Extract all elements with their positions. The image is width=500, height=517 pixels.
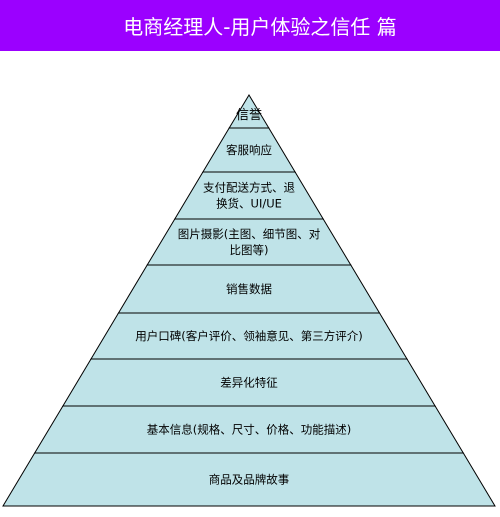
pyramid-layer-7-label-line-1: 差异化特征 xyxy=(220,376,278,390)
pyramid-layer-3-label-line-2: 换货、UI/UE xyxy=(216,197,282,211)
pyramid-layers xyxy=(2,94,496,507)
pyramid-layer-8-label-line-1: 基本信息(规格、尺寸、价格、功能描述) xyxy=(147,423,351,437)
title-banner: 电商经理人-用户体验之信任 篇 xyxy=(0,0,500,51)
pyramid-layer-4-label-line-1: 图片摄影(主图、细节图、对 xyxy=(178,227,321,241)
pyramid-layer-5-label-line-1: 销售数据 xyxy=(226,282,272,296)
pyramid-layer-2-label-line-1: 客服响应 xyxy=(226,143,272,157)
page-title: 电商经理人-用户体验之信任 篇 xyxy=(123,15,397,39)
pyramid-layer-6-label-line-1: 用户口碑(客户评价、领袖意见、第三方评介) xyxy=(135,329,362,343)
pyramid-layer-1-label-line-1: 信誉 xyxy=(236,108,262,123)
pyramid-layer-9-label-line-1: 商品及品牌故事 xyxy=(209,473,290,487)
pyramid-layer-3 xyxy=(173,171,325,220)
pyramid-layer-4-label-line-2: 比图等) xyxy=(230,243,269,257)
pyramid-layer-9 xyxy=(2,452,496,507)
pyramid-layer-3-label-line-1: 支付配送方式、退 xyxy=(203,181,295,195)
pyramid-layer-4 xyxy=(146,218,352,266)
